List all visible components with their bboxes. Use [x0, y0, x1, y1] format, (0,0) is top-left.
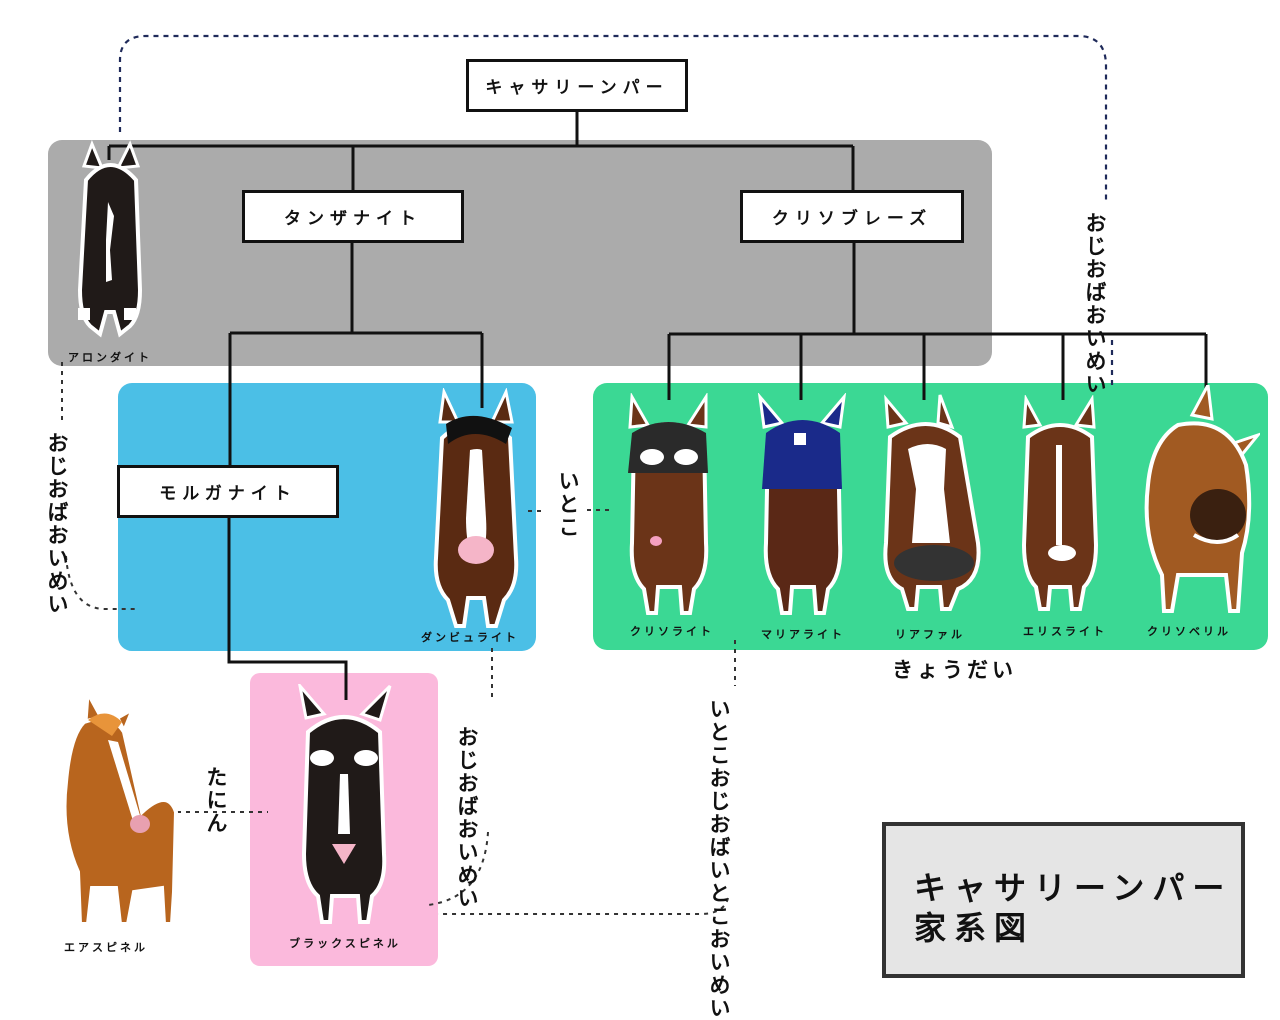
chrysolite-label: クリソライト: [630, 625, 714, 638]
riafar-horse-illustration: [883, 394, 981, 611]
title-line1: キャサリーンパー: [914, 869, 1233, 907]
relation-top-right: おじおばおいめい: [1080, 212, 1109, 396]
morganite-box: モルガナイト: [117, 465, 339, 518]
airspinel-label: エアスピネル: [64, 941, 148, 954]
tanzanite-chrysoblaze-generation-region: [48, 140, 992, 366]
dumbeyulite-label: ダンビュライト: [421, 631, 519, 644]
relation-mid: おじおばおいめい: [452, 726, 481, 910]
blackspinel-horse-illustration: [298, 684, 392, 924]
relation-stranger: たにん: [204, 766, 228, 835]
airspinel-horse-illustration: [62, 692, 179, 926]
relation-bottom-line1: いとこおじおば: [707, 698, 731, 859]
relation-top-right-line1: おじおば: [1083, 212, 1107, 304]
title-line2: 家系図: [914, 909, 1035, 947]
relation-left: おじおばおいめい: [42, 432, 71, 616]
blackspinel-label: ブラックスピネル: [289, 937, 401, 950]
alondite-horse-illustration: [77, 140, 143, 338]
tanzanite-box: タンザナイト: [242, 190, 464, 243]
elyslite-label: エリスライト: [1023, 625, 1107, 638]
relation-left-line2: おいめい: [45, 524, 69, 616]
chrysoberyl-label: クリソベリル: [1147, 625, 1231, 638]
relation-top-right-line2: おいめい: [1083, 304, 1107, 396]
catherine-box: キャサリーンパー: [466, 59, 688, 112]
chrysoblaze-box: クリソブレーズ: [740, 190, 964, 243]
chrysoberyl-horse-illustration: [1144, 385, 1260, 613]
relation-bottom: いとこおじおばいとこおいめい: [704, 698, 733, 1020]
family-tree-lines: [61, 34, 1208, 915]
marialite-label: マリアライト: [761, 628, 845, 641]
dotted-bottom-lower: [438, 897, 729, 915]
diagram-title-box: キャサリーンパー 家系図: [882, 822, 1245, 978]
relation-cousin: いとこ: [556, 470, 580, 539]
relation-bottom-line2: いとこおいめい: [707, 859, 731, 1020]
dumbeyulite-horse-illustration: [433, 388, 519, 628]
alondite-label: アロンダイト: [68, 351, 152, 364]
marialite-horse-illustration: [757, 393, 847, 615]
relation-mid-line1: おじおば: [455, 726, 479, 818]
chrysolite-horse-illustration: [628, 393, 709, 615]
elyslite-horse-illustration: [1021, 395, 1099, 611]
relation-siblings: きょうだい: [892, 658, 1017, 682]
relation-left-line1: おじおば: [45, 432, 69, 524]
relation-mid-line2: おいめい: [455, 818, 479, 910]
dotted-mid-lower: [427, 831, 489, 906]
line-morganite-down: [227, 518, 348, 700]
dotted-left-lower: [65, 555, 138, 610]
dotted-alondite-to-chrysoblaze-children: [118, 34, 1108, 200]
riafar-label: リアファル: [895, 628, 965, 641]
